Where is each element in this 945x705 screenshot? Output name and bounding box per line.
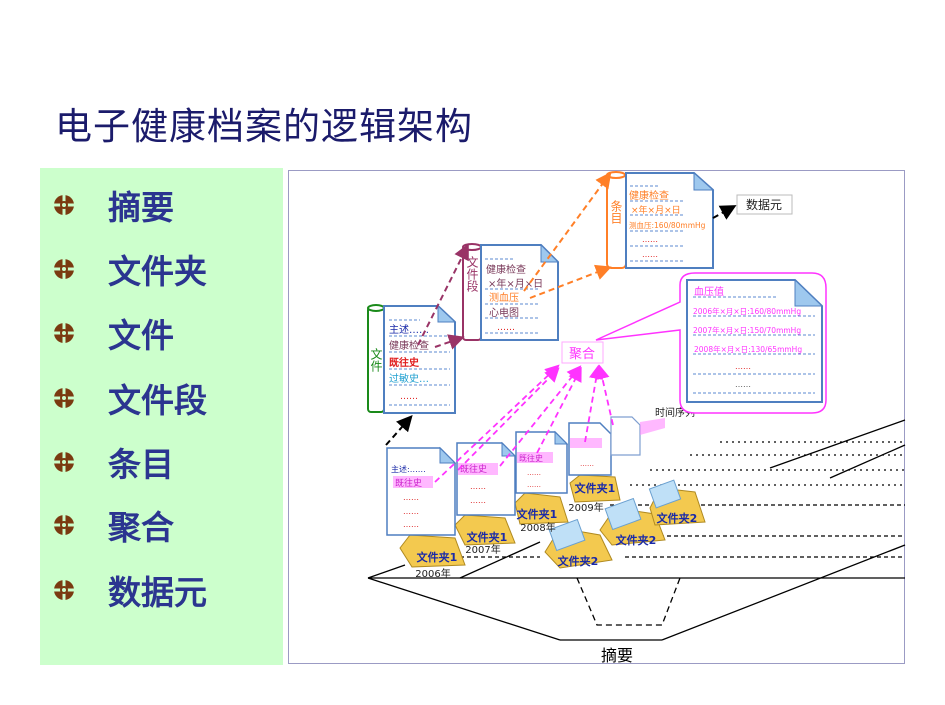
folder-icon — [544, 518, 613, 569]
folder-icon — [514, 492, 569, 525]
doc-history-text: 既往史 — [395, 477, 422, 489]
folder-icon — [454, 514, 516, 546]
entry-to-data-element-arrow — [712, 205, 737, 220]
folder-icon — [399, 534, 466, 568]
year-label: 2006年 — [415, 567, 450, 580]
document-2008: 既往史 …… …… — [515, 430, 569, 494]
entry-line: 健康检查 — [629, 189, 669, 202]
entry-line: …… — [642, 250, 658, 259]
bullet-icon — [53, 514, 75, 536]
data-element-box — [736, 194, 793, 215]
concept-list-panel: 摘要 文件夹 文件 文件段 条目 聚合 数据元 — [40, 168, 283, 665]
segment-line: …… — [497, 323, 515, 333]
segment-document — [480, 243, 560, 341]
bullet-icon — [53, 258, 75, 280]
bullet-icon — [53, 451, 75, 473]
file-line: 既往史 — [389, 356, 420, 369]
bp-line: 2008年×月×日:130/65mmHg — [694, 344, 802, 354]
folder-icon — [599, 497, 666, 546]
list-item-label: 摘要 — [108, 188, 174, 227]
folder-label: 文件夹1 — [575, 481, 616, 495]
document-to-file-arrow — [385, 415, 413, 446]
bp-line: 2006年×月×日:160/80mmHg — [693, 306, 801, 316]
data-element-label: 数据元 — [746, 197, 782, 212]
segment-line: 健康检查 — [486, 263, 526, 276]
file-label: 文件 — [369, 347, 383, 372]
folder-label: 文件夹1 — [517, 507, 558, 521]
page-title: 电子健康档案的逻辑架构 — [55, 105, 473, 148]
doc-summary-text: 主述:…… — [391, 464, 426, 474]
bullet-icon — [53, 322, 75, 344]
bp-line: …… — [735, 362, 751, 371]
doc-dots: …… — [470, 482, 486, 491]
doc-dots: …… — [470, 496, 486, 505]
bp-line: …… — [735, 380, 751, 389]
segment-line: 心电图 — [489, 306, 519, 319]
summary-plane — [367, 419, 906, 641]
segment-to-entry-arrow — [523, 171, 612, 292]
summary-label: 摘要 — [601, 646, 633, 665]
document-2006: 主述:…… 既往史 …… …… …… — [386, 446, 457, 536]
doc-dots: …… — [403, 493, 419, 502]
segment-line: ×年×月×日 — [488, 277, 543, 290]
entry-line: 测血压:160/80mmHg — [629, 220, 706, 230]
aggregate-label: 聚合 — [569, 347, 595, 362]
list-item-label: 数据元 — [108, 573, 207, 612]
folder-label: 文件夹2 — [558, 554, 599, 568]
file-document — [383, 304, 457, 414]
bp-title: 血压值 — [694, 285, 724, 298]
list-item-label: 文件夹 — [108, 252, 207, 291]
doc-history-text: 既往史 — [460, 463, 487, 475]
entry-line: ×年×月×日 — [631, 204, 681, 216]
entry-document — [625, 171, 715, 269]
file-line: 主述…… — [389, 324, 429, 336]
list-item-label: 文件段 — [108, 381, 207, 420]
list-item-label: 文件 — [108, 316, 174, 355]
segment-label: 文件段 — [465, 255, 479, 293]
folder-label: 文件夹2 — [657, 511, 698, 525]
bullet-icon — [53, 579, 75, 601]
year-label: 2008年 — [520, 521, 555, 534]
doc-history-text: 既往史 — [519, 453, 543, 463]
entry-label: 条目 — [609, 200, 623, 224]
blood-pressure-document — [686, 278, 824, 403]
segment-to-entry-arrow — [529, 264, 612, 299]
document-later — [610, 416, 665, 456]
file-to-segment-arrow — [417, 243, 469, 346]
year-label: 2009年 — [568, 501, 603, 514]
document-2009: …… — [568, 422, 612, 476]
bullet-icon — [53, 387, 75, 409]
aggregation-arrows — [434, 364, 614, 483]
file-to-segment-arrow — [434, 334, 465, 350]
file-line: 过敏史… — [389, 372, 429, 385]
folder-icon — [569, 474, 621, 503]
list-item-label: 聚合 — [108, 508, 174, 547]
bullet-icon — [53, 194, 75, 216]
bp-line: 2007年×月×日:150/70mmHg — [693, 325, 801, 335]
doc-dots: …… — [403, 507, 419, 516]
doc-dots: …… — [527, 481, 541, 489]
segment-line: 测血压 — [489, 291, 519, 304]
list-item-label: 条目 — [108, 445, 174, 484]
folder-label: 文件夹1 — [417, 550, 458, 564]
file-line: 健康检查 — [389, 339, 429, 352]
year-label: 2007年 — [465, 543, 500, 556]
folder-label: 文件夹1 — [467, 530, 508, 544]
document-2007: 既往史 …… …… — [456, 441, 517, 516]
doc-dots: …… — [403, 520, 419, 529]
diagram-frame — [288, 170, 905, 664]
doc-dots: …… — [527, 469, 541, 477]
doc-dots: …… — [580, 460, 594, 468]
file-line: …… — [400, 392, 418, 402]
folder-label: 文件夹2 — [616, 533, 657, 547]
entry-line: …… — [642, 235, 658, 244]
folder-icon — [648, 479, 706, 526]
aggregate-box — [561, 341, 604, 364]
